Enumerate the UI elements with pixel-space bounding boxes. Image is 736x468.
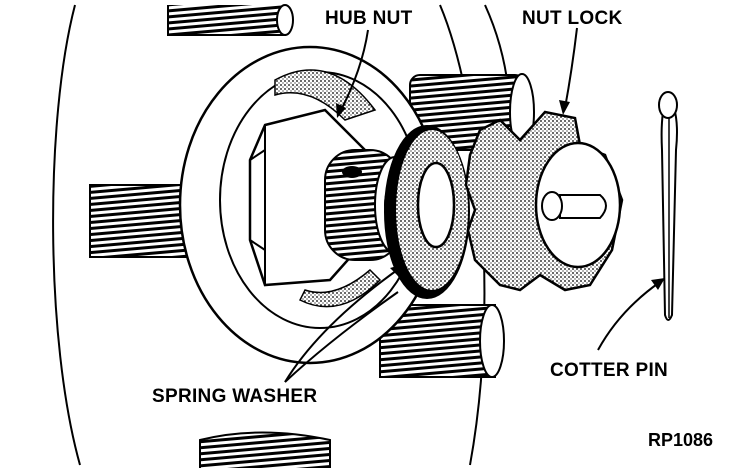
spring-washer-leader-1 — [284, 267, 401, 383]
nut-lock-arrowhead — [559, 100, 570, 115]
hub-nut-arrowhead — [336, 103, 346, 118]
spring-washer-leader-2 — [284, 291, 399, 383]
leader-lines — [284, 27, 665, 383]
spring-washer-arrowhead — [390, 264, 404, 276]
reference-code: RP1086 — [648, 430, 713, 450]
cotter-pin-arrowhead — [651, 278, 665, 290]
hub-nut-leader — [339, 29, 369, 113]
cotter-pin — [658, 91, 678, 321]
nut-lock-leader — [564, 27, 578, 109]
wheel-stud-bottom — [199, 431, 331, 468]
cotter-pin-leader — [597, 281, 661, 351]
spring-washer-label: SPRING WASHER — [152, 386, 317, 407]
cotter-pin-label: COTTER PIN — [550, 360, 668, 381]
wheel-stud-top — [167, 4, 294, 36]
nut-lock-label: NUT LOCK — [522, 8, 623, 29]
spring-washer — [384, 125, 470, 299]
nut-lock — [464, 110, 624, 292]
hub-nut-label: HUB NUT — [325, 8, 413, 29]
